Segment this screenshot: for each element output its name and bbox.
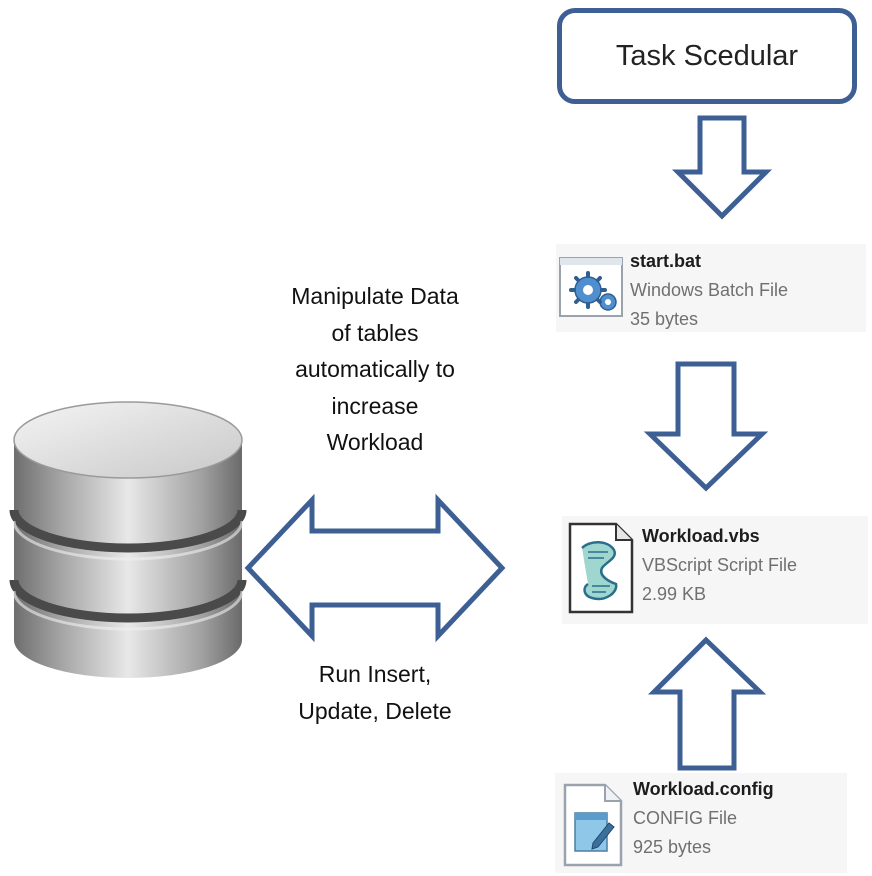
file-info-start-bat: start.bat Windows Batch File 35 bytes [630, 247, 788, 334]
file-name: start.bat [630, 251, 702, 271]
file-info-workload-config: Workload.config CONFIG File 925 bytes [633, 775, 774, 862]
arrow-start-to-vbs [643, 361, 769, 492]
manipulate-line: increase [331, 392, 419, 419]
file-size: 2.99 KB [642, 584, 707, 604]
vbscript-scroll-icon [566, 522, 636, 619]
file-type: CONFIG File [633, 808, 738, 828]
file-type: Windows Batch File [630, 280, 789, 300]
manipulate-line: of tables [331, 319, 419, 346]
run-operations-label: Run Insert, Update, Delete [230, 656, 520, 729]
run-line: Update, Delete [298, 697, 452, 724]
file-info-workload-vbs: Workload.vbs VBScript Script File 2.99 K… [642, 522, 797, 609]
file-card-start-bat[interactable]: start.bat Windows Batch File 35 bytes [556, 244, 866, 332]
database-cylinder-icon [9, 401, 247, 678]
manipulate-data-label: Manipulate Data of tables automatically … [230, 278, 520, 461]
file-size: 925 bytes [633, 837, 712, 857]
file-type: VBScript Script File [642, 555, 798, 575]
bidirectional-arrow [244, 493, 506, 643]
task-scheduler-box: Task Scedular [557, 8, 857, 104]
file-card-workload-vbs[interactable]: Workload.vbs VBScript Script File 2.99 K… [562, 516, 868, 624]
manipulate-line: Manipulate Data [291, 283, 459, 309]
notepad-icon [559, 783, 627, 872]
file-name: Workload.config [633, 779, 774, 799]
run-line: Run Insert, [318, 661, 432, 687]
arrow-scheduler-to-start [671, 115, 773, 220]
arrow-config-to-vbs [647, 636, 767, 771]
file-size: 35 bytes [630, 309, 699, 329]
manipulate-line: automatically to [295, 356, 455, 382]
task-scheduler-label: Task Scedular [615, 39, 799, 72]
file-card-workload-config[interactable]: Workload.config CONFIG File 925 bytes [555, 773, 847, 873]
manipulate-line: Workload [326, 429, 424, 455]
gears-icon [558, 254, 624, 325]
file-name: Workload.vbs [642, 526, 760, 546]
